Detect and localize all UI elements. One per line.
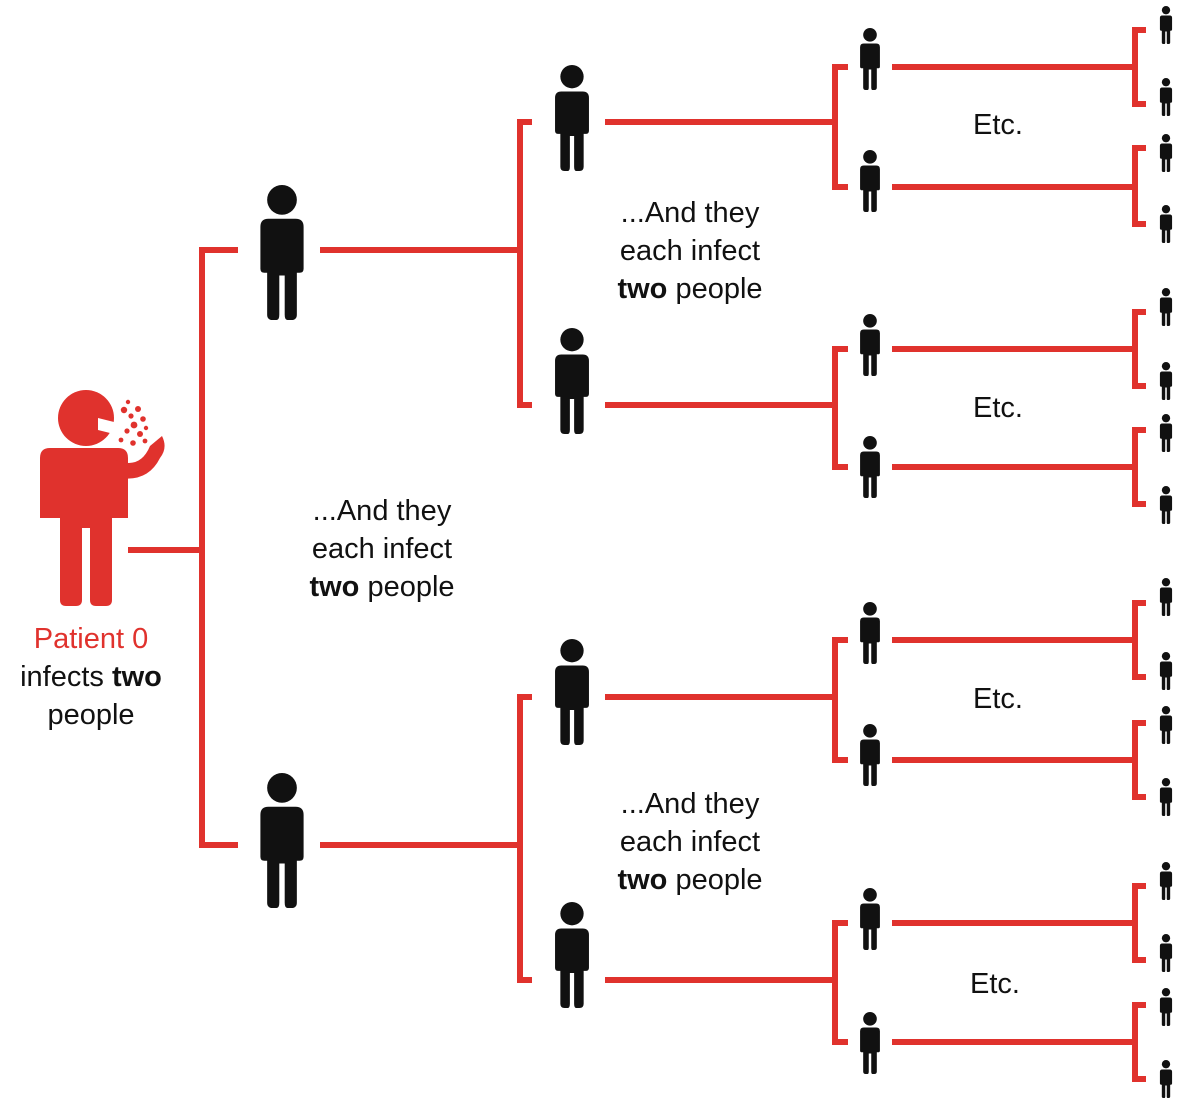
etc-label: Etc.: [973, 683, 1023, 715]
person-icon: [555, 639, 589, 745]
person-icon: [1159, 1060, 1173, 1098]
spread-label-level1: ...And they each infect two people: [309, 495, 455, 603]
person-icon: [1159, 578, 1173, 616]
person-icon: [1159, 652, 1173, 690]
person-icon: [1159, 134, 1173, 172]
person-icon: [1159, 6, 1173, 44]
person-icon: [860, 1012, 880, 1074]
person-icon: [860, 314, 880, 376]
person-icon: [1159, 205, 1173, 243]
person-icon: [860, 602, 880, 664]
person-icon: [555, 328, 589, 434]
person-icon: [260, 185, 304, 320]
person-icon: [1159, 288, 1173, 326]
person-icon: [860, 28, 880, 90]
spread-label-level2-top: ...And they each infect two people: [617, 197, 763, 305]
patient-infects-line: infects two: [20, 661, 162, 693]
coughing-person-icon: [40, 390, 165, 606]
person-icon: [260, 773, 304, 908]
patient-label: Patient 0 infects two people: [0, 620, 182, 734]
person-icon: [1159, 934, 1173, 972]
etc-label: Etc.: [973, 109, 1023, 141]
person-icon: [860, 150, 880, 212]
spread-label-level2-bottom: ...And they each infect two people: [617, 788, 763, 896]
person-icon: [555, 902, 589, 1008]
person-icon: [1159, 362, 1173, 400]
person-icon: [1159, 862, 1173, 900]
person-icon: [1159, 778, 1173, 816]
etc-label: Etc.: [970, 968, 1020, 1000]
person-icon: [1159, 988, 1173, 1026]
person-icon: [860, 888, 880, 950]
person-icon: [860, 436, 880, 498]
person-icon: [1159, 414, 1173, 452]
person-icon: [1159, 706, 1173, 744]
person-icon: [555, 65, 589, 171]
patient-name: Patient 0: [33, 623, 149, 655]
branch-lines: [128, 27, 1146, 1082]
person-icon: [1159, 486, 1173, 524]
patient-people-line: people: [47, 699, 135, 731]
person-icon: [1159, 78, 1173, 116]
person-icon: [860, 724, 880, 786]
etc-label: Etc.: [973, 392, 1023, 424]
